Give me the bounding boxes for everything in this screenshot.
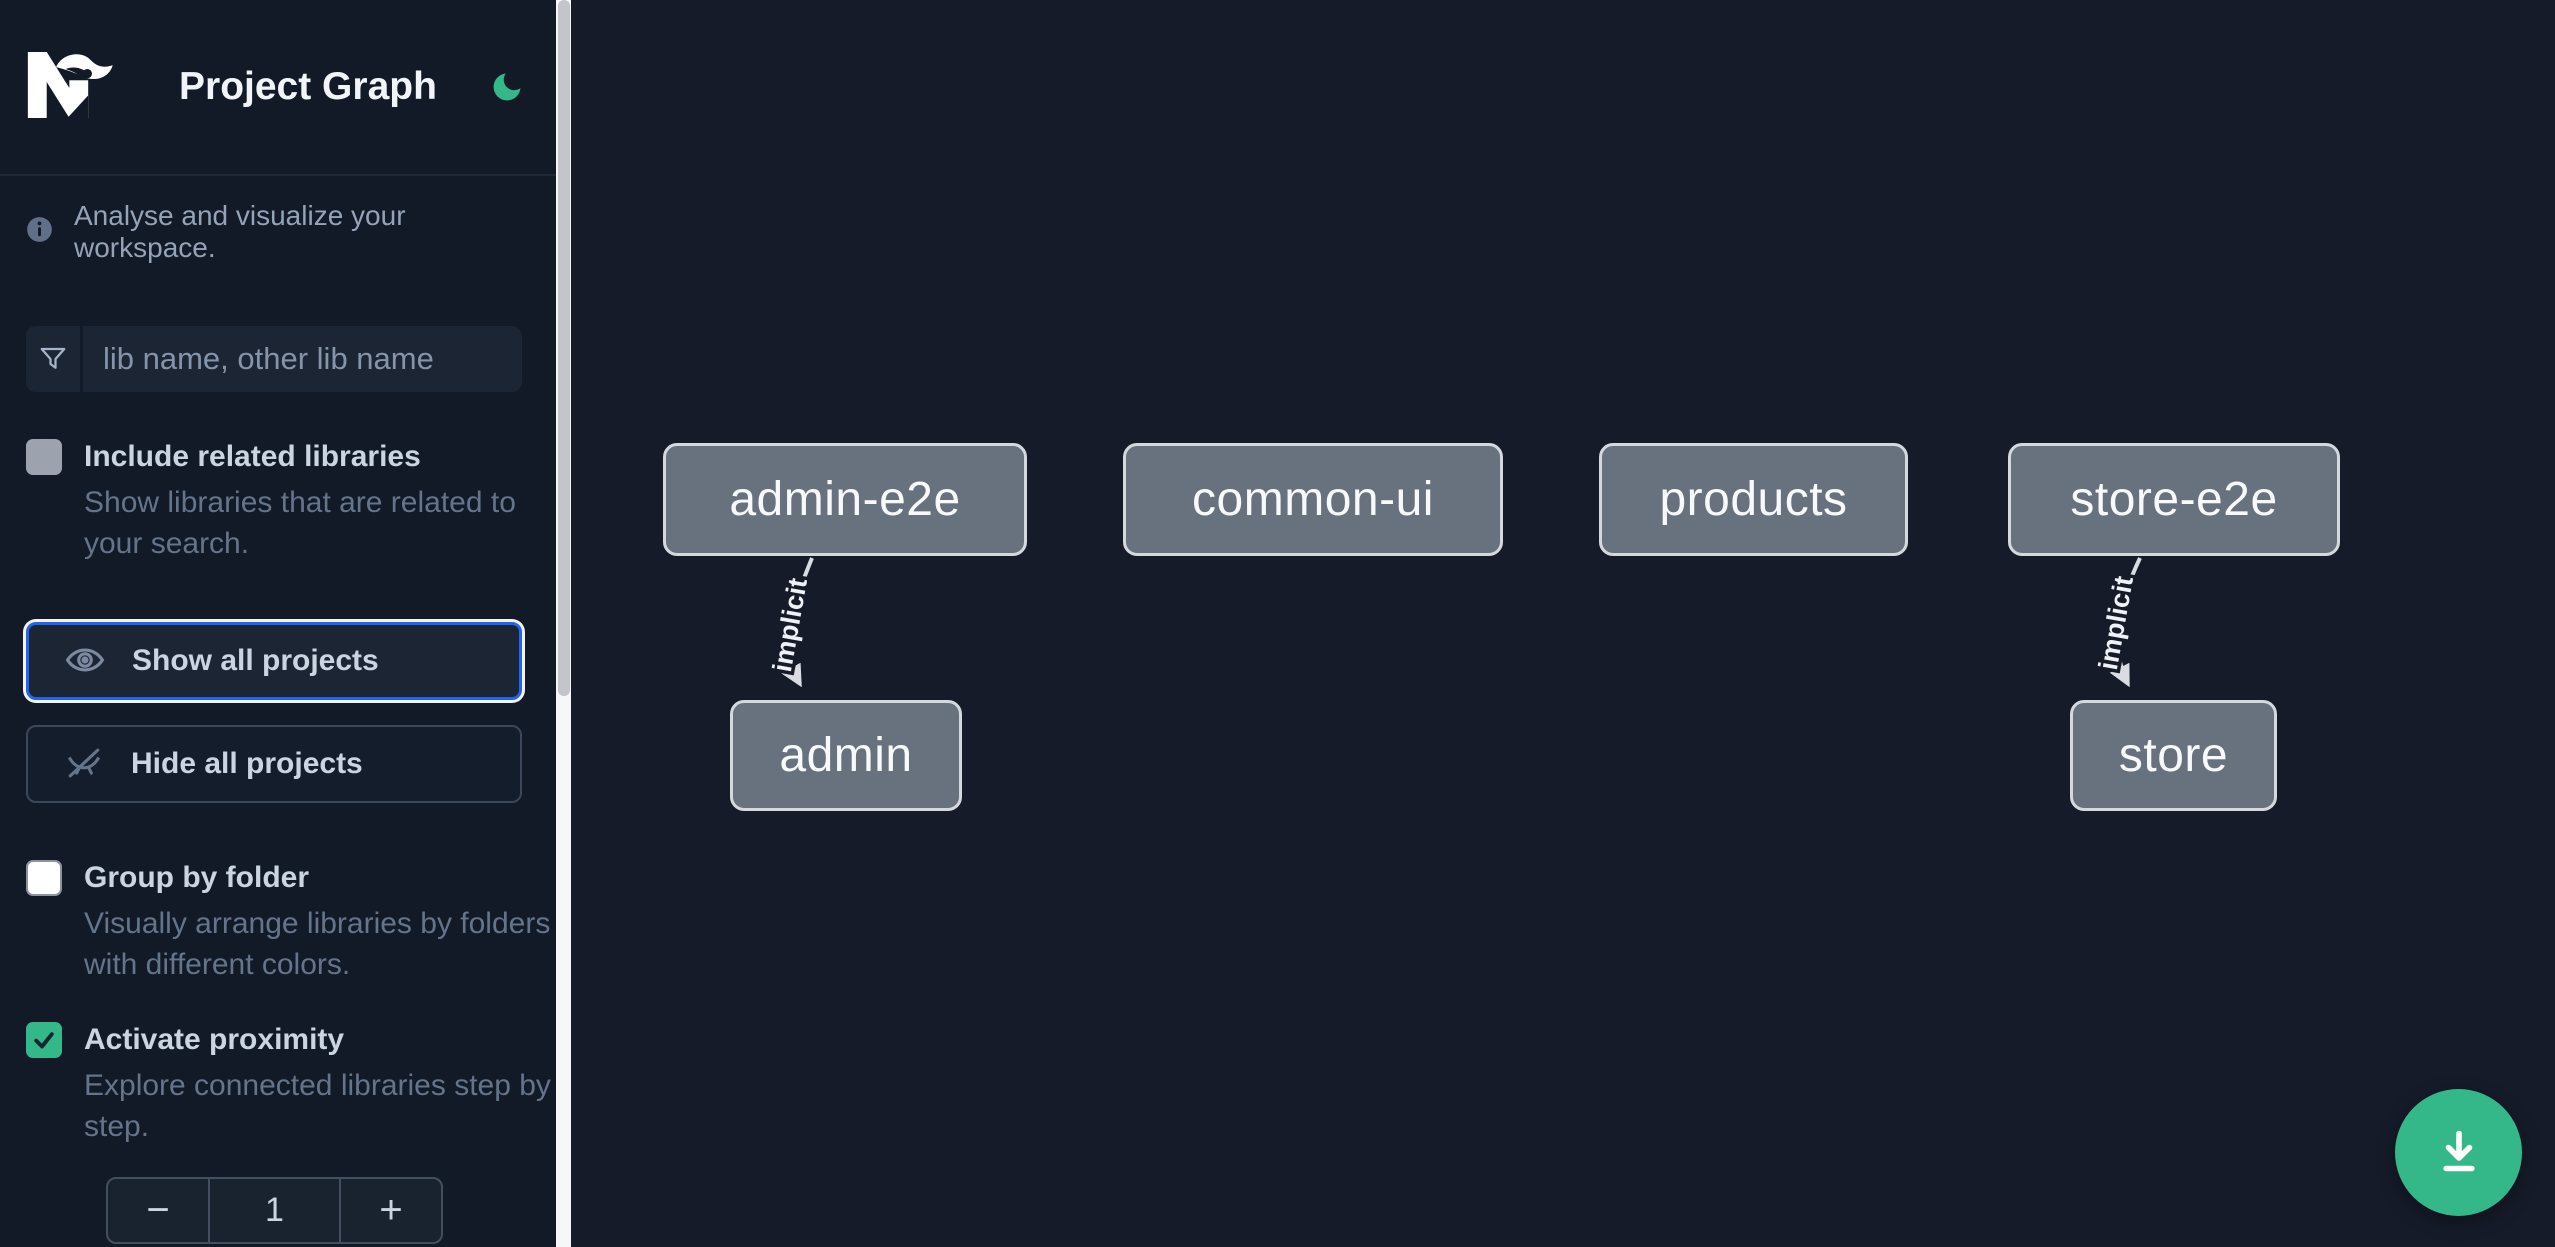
sidebar: Project Graph Analyse and visualize your…	[0, 0, 556, 1247]
tagline-row: Analyse and visualize your workspace.	[26, 200, 522, 264]
graph-node-admin[interactable]: admin	[730, 700, 962, 811]
graph-node-products[interactable]: products	[1599, 443, 1908, 556]
activate-proximity-checkbox[interactable]	[26, 1022, 62, 1058]
proximity-value: 1	[208, 1179, 341, 1242]
hide-all-projects-label: Hide all projects	[131, 747, 363, 780]
include-related-checkbox[interactable]	[26, 439, 62, 475]
sidebar-scrollbar[interactable]	[556, 0, 571, 1247]
tagline-text: Analyse and visualize your workspace.	[74, 200, 406, 263]
activate-proximity-label: Activate proximity	[84, 1023, 345, 1056]
page-title: Project Graph	[179, 65, 437, 108]
include-related-section: Include related libraries Show libraries…	[26, 438, 522, 564]
filter-icon	[26, 326, 83, 392]
search-box	[26, 326, 522, 392]
show-all-projects-label: Show all projects	[132, 644, 379, 677]
proximity-decrement-button[interactable]: −	[108, 1179, 208, 1242]
proximity-stepper: − 1 +	[106, 1177, 443, 1244]
sidebar-content: Analyse and visualize your workspace. In…	[0, 200, 556, 1244]
nx-logo	[27, 51, 123, 123]
group-by-folder-description: Visually arrange libraries by folders wi…	[84, 907, 551, 981]
group-by-folder-section: Group by folder Visually arrange librari…	[26, 859, 550, 985]
sidebar-scrollbar-thumb[interactable]	[557, 0, 570, 696]
include-related-label: Include related libraries	[84, 440, 421, 473]
sidebar-header: Project Graph	[0, 0, 556, 176]
graph-node-admin-e2e[interactable]: admin-e2e	[663, 443, 1027, 556]
include-related-checkbox-row[interactable]: Include related libraries	[26, 438, 522, 476]
include-related-description: Show libraries that are related to your …	[84, 486, 516, 560]
graph-node-store[interactable]: store	[2070, 700, 2277, 811]
theme-toggle-moon-icon[interactable]	[487, 67, 527, 107]
activate-proximity-description: Explore connected libraries step by step…	[84, 1069, 551, 1143]
proximity-increment-button[interactable]: +	[341, 1179, 441, 1242]
info-icon	[26, 216, 53, 248]
hide-all-projects-button[interactable]: Hide all projects	[26, 725, 522, 803]
graph-node-store-e2e[interactable]: store-e2e	[2008, 443, 2340, 556]
graph-node-common-ui[interactable]: common-ui	[1123, 443, 1503, 556]
eye-off-icon	[62, 741, 106, 788]
search-input[interactable]	[83, 326, 522, 392]
activate-proximity-section: Activate proximity Explore connected lib…	[26, 1021, 551, 1147]
download-icon	[2431, 1123, 2487, 1182]
show-all-projects-button[interactable]: Show all projects	[26, 622, 522, 700]
download-graph-image-button[interactable]	[2395, 1089, 2522, 1216]
group-by-folder-checkbox[interactable]	[26, 860, 62, 896]
eye-icon	[63, 638, 107, 685]
group-by-folder-label: Group by folder	[84, 861, 309, 894]
group-by-folder-checkbox-row[interactable]: Group by folder	[26, 859, 522, 897]
activate-proximity-checkbox-row[interactable]: Activate proximity	[26, 1021, 522, 1059]
project-graph-canvas[interactable]	[571, 0, 2555, 1247]
